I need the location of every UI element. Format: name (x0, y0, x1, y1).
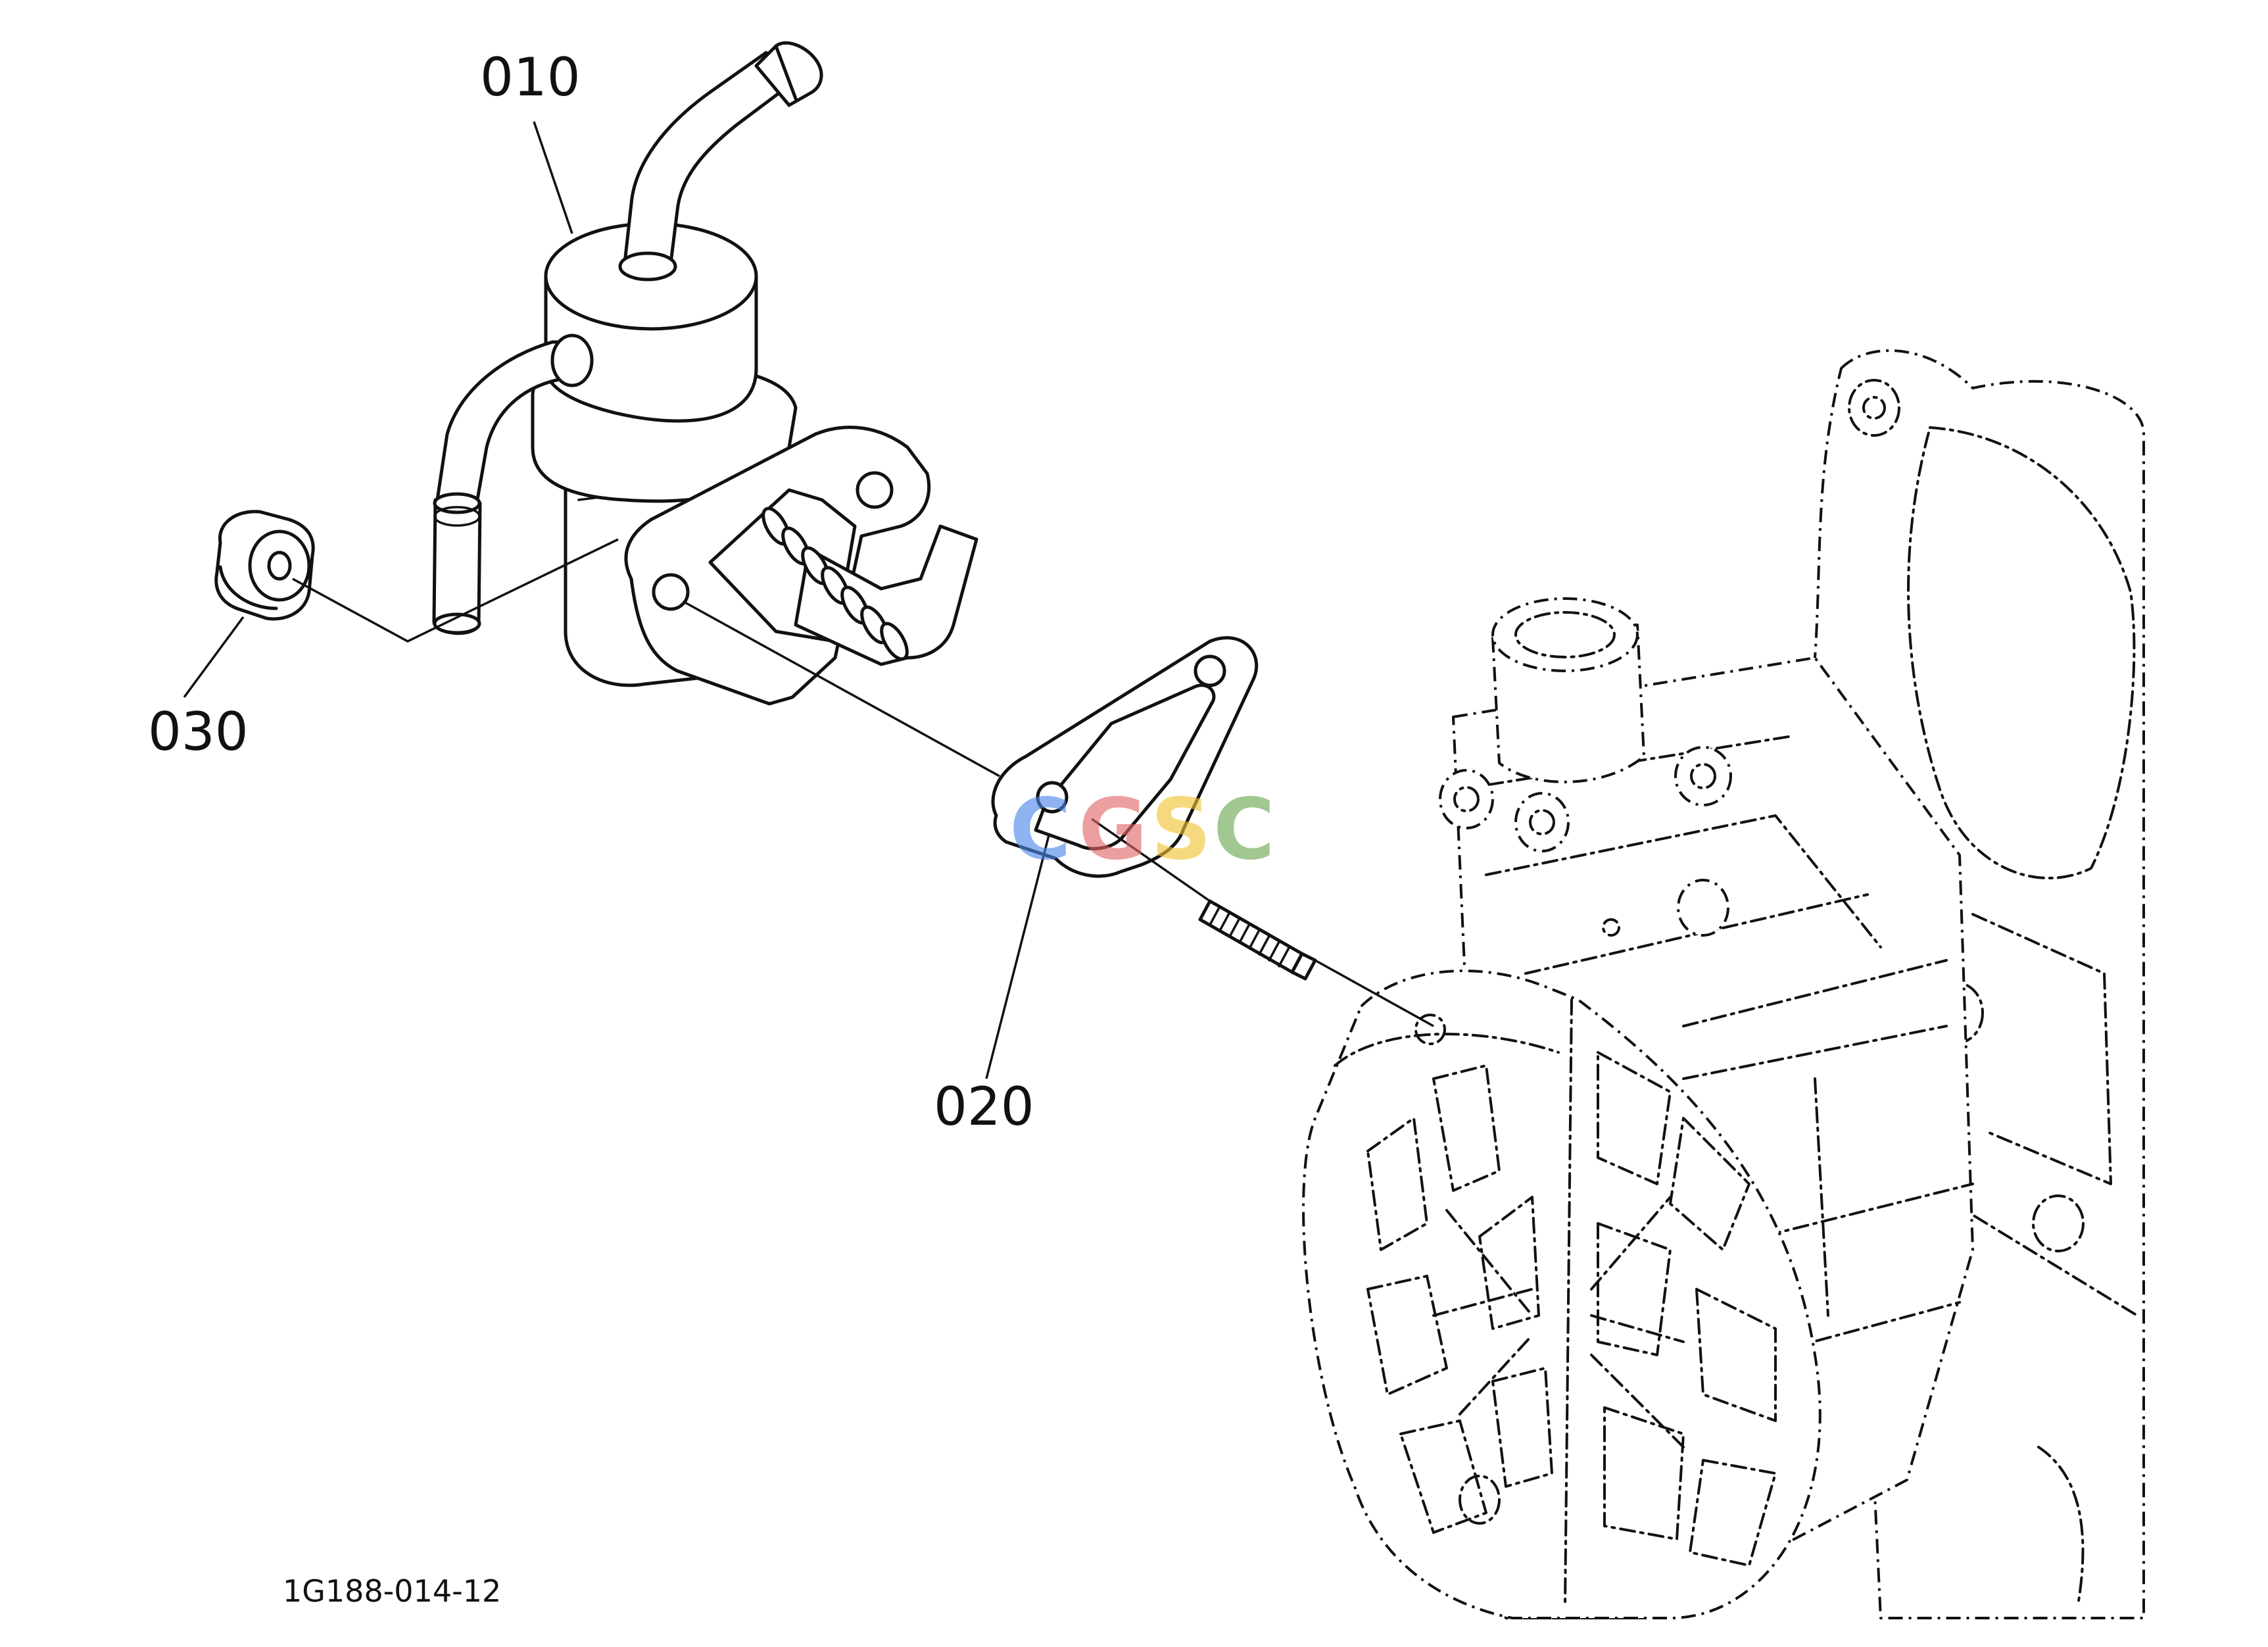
drawing-code: 1G188-014-12 (283, 1573, 501, 1609)
flange-nut (214, 510, 315, 621)
callout-leaders (183, 121, 1050, 1079)
fuel-pump (432, 41, 978, 706)
watermark-letter: C (1213, 781, 1275, 879)
callout-020: 020 (934, 1076, 1034, 1137)
stud-bolt (1198, 899, 1317, 981)
watermark-letter: G (1078, 781, 1147, 879)
engine-block-outline (1302, 349, 2145, 1619)
watermark-letter: S (1151, 781, 1211, 879)
watermark-logo: C G S C (1009, 781, 1275, 879)
callout-030: 030 (148, 701, 249, 762)
gasket (991, 636, 1259, 878)
callout-010: 010 (480, 47, 581, 108)
assembly-center-lines (292, 538, 1434, 1027)
pump-spring (761, 506, 909, 661)
watermark-letter: C (1009, 781, 1071, 879)
